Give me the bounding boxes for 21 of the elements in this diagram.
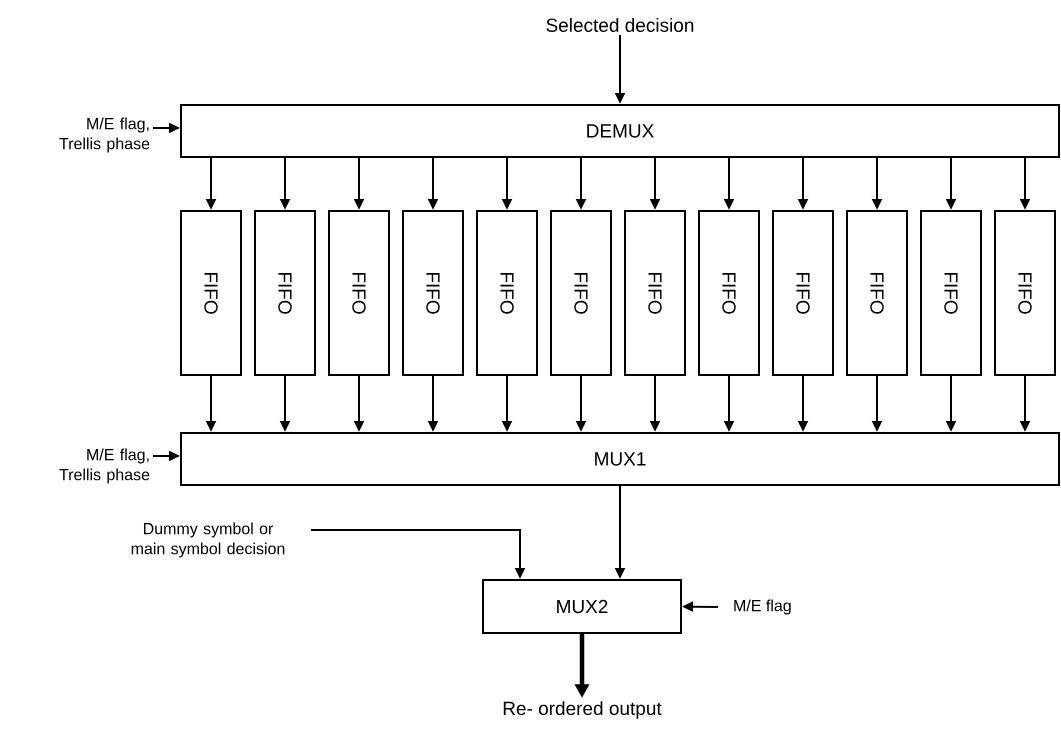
fifo-box: FIFO (994, 210, 1056, 376)
signal-label: Selected decision (546, 18, 694, 32)
fifo-box: FIFO (846, 210, 908, 376)
signal-label: M/E flag, Trellis phase (59, 117, 150, 153)
multiplexer-bar: MUX1 (180, 432, 1060, 486)
fifo-box: FIFO (402, 210, 464, 376)
signal-label: Dummy symbol or main symbol decision (131, 522, 285, 558)
multiplexer-box: MUX2 (482, 579, 682, 634)
signal-label: M/E flag (734, 599, 791, 615)
fifo-box: FIFO (698, 210, 760, 376)
fifo-box: FIFO (254, 210, 316, 376)
fifo-box: FIFO (180, 210, 242, 376)
fifo-box: FIFO (920, 210, 982, 376)
fifo-box: FIFO (772, 210, 834, 376)
signal-label: M/E flag, Trellis phase (59, 448, 150, 484)
signal-label: Re- ordered output (503, 701, 662, 719)
fifo-box: FIFO (328, 210, 390, 376)
fifo-box: FIFO (550, 210, 612, 376)
multiplexer-bar: DEMUX (180, 104, 1060, 158)
fifo-box: FIFO (624, 210, 686, 376)
fifo-box: FIFO (476, 210, 538, 376)
